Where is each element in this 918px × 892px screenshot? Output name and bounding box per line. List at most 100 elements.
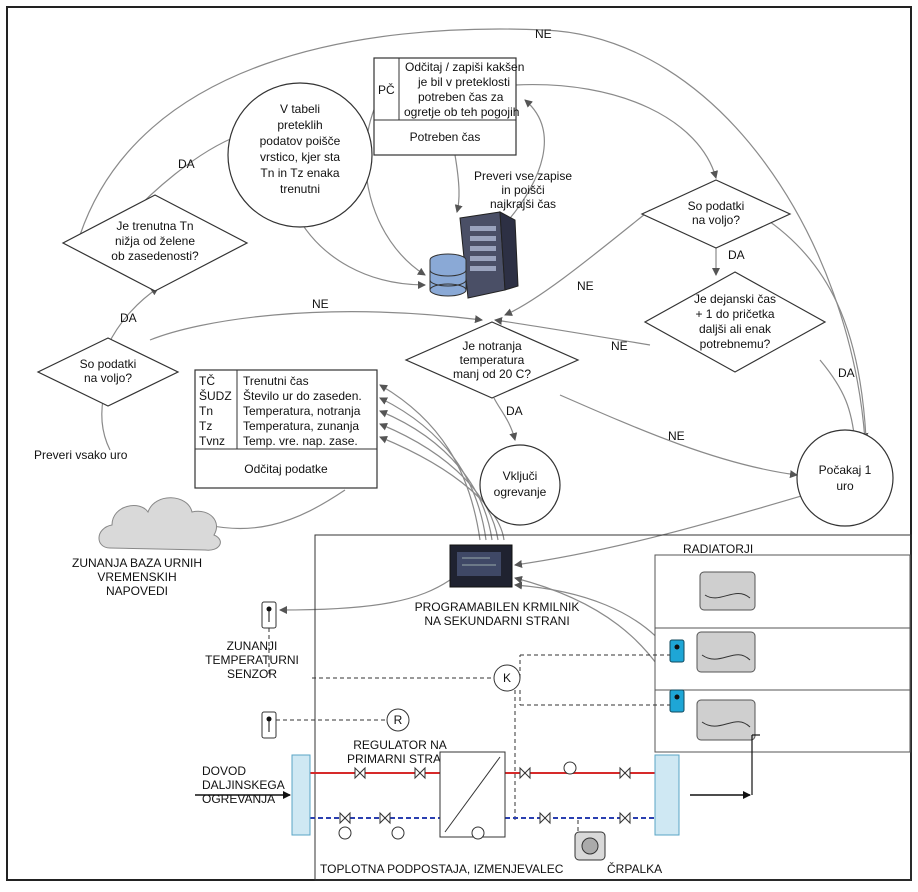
svg-text:Temp. vre. nap. zase.: Temp. vre. nap. zase. [243,434,358,448]
pump-icon [574,831,606,861]
svg-text:najkrajši čas: najkrajši čas [490,197,556,211]
edge-label-ne-top: NE [535,27,552,41]
decision-inside-temp: Je notranja temperatura manj od 20 C? [404,321,580,399]
svg-text:preteklih: preteklih [277,118,322,132]
svg-text:Vključi: Vključi [503,469,538,483]
heat-exchanger-panels [291,751,680,838]
edge-labels: NE DA DA NE NE DA NE DA DA NE [120,27,855,443]
controller-k: K [493,664,521,692]
svg-text:Je trenutna Tn: Je trenutna Tn [116,219,193,233]
svg-text:uro: uro [836,479,854,493]
svg-text:podatov poišče: podatov poišče [260,134,341,148]
svg-text:manj od 20 C?: manj od 20 C? [453,367,531,381]
svg-text:je bil v preteklosti: je bil v preteklosti [417,75,510,89]
outdoor-sensor-label: ZUNANJI TEMPERATURNI SENZOR [205,639,299,681]
radiator-sensor-icon [669,639,685,713]
svg-text:V tabeli: V tabeli [280,102,320,116]
svg-text:TEMPERATURNI: TEMPERATURNI [205,653,299,667]
plc-label: PROGRAMABILEN KRMILNIK NA SEKUNDARNI STR… [415,600,580,628]
svg-text:R: R [394,713,403,727]
svg-text:Temperatura, notranja: Temperatura, notranja [243,404,361,418]
svg-text:So podatki: So podatki [688,199,745,213]
svg-text:Potreben čas: Potreben čas [410,130,481,144]
svg-text:potrebnemu?: potrebnemu? [700,337,771,351]
svg-text:ŠUDZ: ŠUDZ [199,388,232,403]
search-table-node: V tabeli preteklih podatov poišče vrstic… [227,82,373,228]
svg-text:daljši ali enak: daljši ali enak [699,322,772,336]
svg-text:Odčitaj podatke: Odčitaj podatke [244,462,328,476]
wait-one-hour-node: Počakaj 1 uro [796,429,894,527]
regulator-r: R [386,708,410,732]
svg-text:OGREVANJA: OGREVANJA [202,792,275,806]
svg-text:potreben čas za: potreben čas za [418,90,504,104]
edge-label-ne-right2: NE [611,339,628,353]
district-supply-label: DOVOD DALJINSKEGA OGREVANJA [202,764,285,806]
turn-on-heating-node: Vključi ogrevanje [479,444,561,526]
svg-text:nižja od želene: nižja od želene [115,234,195,248]
decision-data-available-left: So podatki na voljo? [36,337,180,407]
required-time-box: PČ Odčitaj / zapiši kakšen je bil v pret… [373,57,524,156]
outdoor-sensor-icon [261,601,277,739]
svg-text:vrstico, kjer sta: vrstico, kjer sta [260,150,340,164]
svg-text:REGULATOR NA: REGULATOR NA [353,738,447,752]
svg-text:PČ: PČ [378,82,395,97]
edge-label-ne-bottom: NE [668,429,685,443]
svg-text:ogrevanje: ogrevanje [494,485,547,499]
edge-label-da-right1: DA [728,248,745,262]
svg-text:K: K [503,671,511,685]
edge-label-da-top: DA [178,157,195,171]
svg-text:Odčitaj / zapiši kakšen: Odčitaj / zapiši kakšen [405,60,524,74]
svg-text:Je notranja: Je notranja [462,339,522,353]
svg-text:na voljo?: na voljo? [692,213,740,227]
substation-label: TOPLOTNA PODPOSTAJA, IZMENJEVALEC [320,862,564,876]
svg-text:PROGRAMABILEN KRMILNIK: PROGRAMABILEN KRMILNIK [415,600,580,614]
svg-text:ob zasedenosti?: ob zasedenosti? [111,249,199,263]
svg-text:PRIMARNI STRANI: PRIMARNI STRANI [347,752,453,766]
svg-text:Tz: Tz [199,419,212,433]
svg-text:trenutni: trenutni [280,182,320,196]
svg-text:SENZOR: SENZOR [227,667,277,681]
radiators-panel: RADIATORJI [654,542,911,753]
control-lines [268,628,670,860]
svg-text:Tn in Tz enaka: Tn in Tz enaka [260,166,339,180]
svg-text:ogretje ob teh pogojih: ogretje ob teh pogojih [404,105,519,119]
check-records-label: Preveri vse zapise in poišči najkrajši č… [474,169,572,211]
svg-text:ZUNANJA BAZA URNIH: ZUNANJA BAZA URNIH [72,556,202,570]
radiators-title: RADIATORJI [683,542,753,556]
pump-label: ČRPALKA [607,861,662,876]
svg-text:na voljo?: na voljo? [84,371,132,385]
plc-icon [449,544,513,588]
svg-text:temperatura: temperatura [460,353,525,367]
edge-label-da-mid: DA [506,404,523,418]
svg-text:ZUNANJI: ZUNANJI [227,639,278,653]
svg-text:VREMENSKIH: VREMENSKIH [97,570,176,584]
svg-text:TČ: TČ [199,373,215,388]
edge-label-da-left: DA [120,311,137,325]
cloud-label: ZUNANJA BAZA URNIH VREMENSKIH NAPOVEDI [72,556,202,598]
svg-text:Počakaj 1: Počakaj 1 [819,463,872,477]
svg-text:DOVOD: DOVOD [202,764,246,778]
svg-text:DALJINSKEGA: DALJINSKEGA [202,778,285,792]
edge-label-ne-mid: NE [312,297,329,311]
svg-text:NA SEKUNDARNI STRANI: NA SEKUNDARNI STRANI [424,614,569,628]
decision-data-available-right: So podatki na voljo? [640,179,792,249]
edge-label-ne-right: NE [577,279,594,293]
svg-text:So podatki: So podatki [80,357,137,371]
valve-icon [338,761,631,840]
check-hourly-label: Preveri vsako uro [34,448,128,462]
server-database-icon [429,211,519,299]
read-data-box: TČ Trenutni čas ŠUDZ Število ur do zased… [194,369,378,489]
svg-text:Število ur do zaseden.: Število ur do zaseden. [243,388,362,403]
cloud-icon [98,497,221,551]
svg-text:Temperatura, zunanja: Temperatura, zunanja [243,419,359,433]
svg-text:Tn: Tn [199,404,213,418]
edge-label-da-right2: DA [838,366,855,380]
svg-text:in poišči: in poišči [501,183,544,197]
radiator-icon [696,571,756,741]
regulator-label: REGULATOR NA PRIMARNI STRANI [347,738,453,766]
svg-text:Trenutni čas: Trenutni čas [243,374,309,388]
decision-tn-lower: Je trenutna Tn nižja od želene ob zasede… [61,194,249,292]
svg-text:NAPOVEDI: NAPOVEDI [106,584,168,598]
